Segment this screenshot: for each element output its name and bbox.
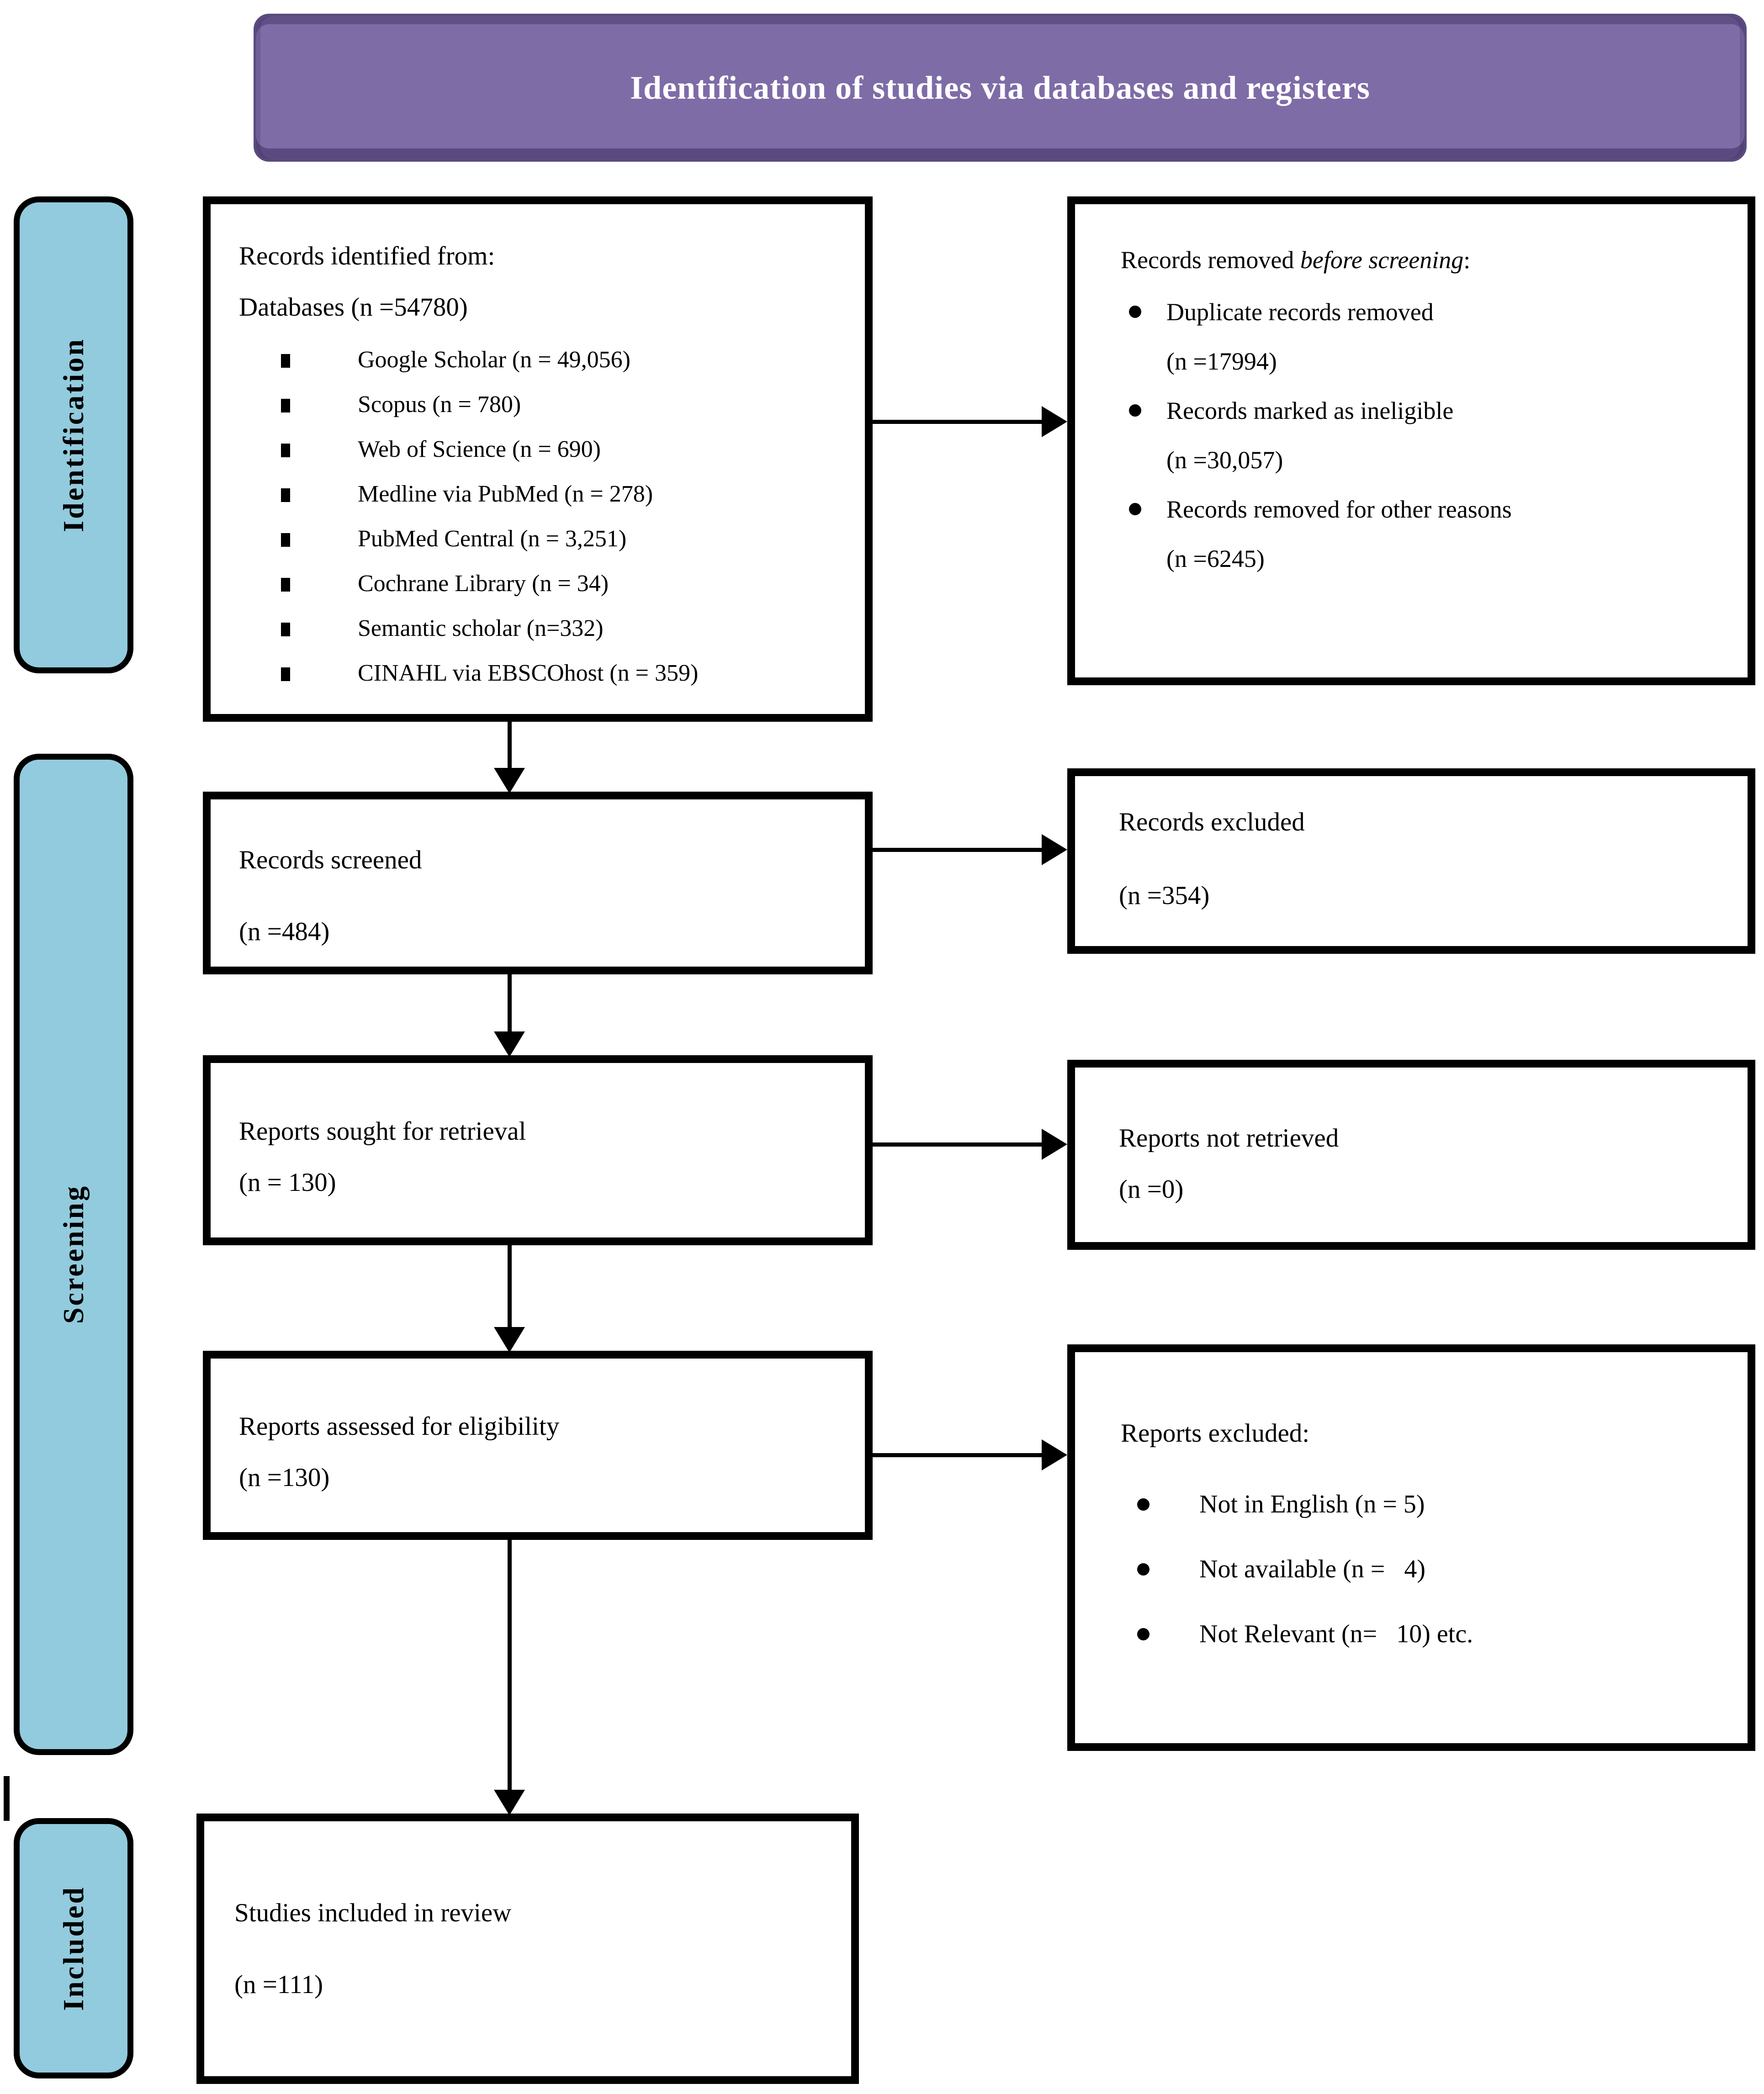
arrow-down-screened-to-sought	[494, 974, 525, 1057]
records-removed-title-italic: before screening	[1300, 246, 1464, 274]
box-records-excluded: Records excluded (n =354)	[1067, 768, 1755, 954]
box-studies-included: Studies included in review (n =111)	[196, 1814, 859, 2084]
studies-included-title: Studies included in review	[234, 1898, 512, 1927]
records-removed-title-prefix: Records removed	[1121, 246, 1300, 274]
excluded-reasons-list: Not in English (n = 5) Not available (n …	[1121, 1472, 1734, 1666]
records-identified-title: Records identified from:	[239, 242, 495, 270]
list-item: Records marked as ineligible (n =30,057)	[1126, 386, 1734, 485]
records-removed-title-suffix: :	[1463, 246, 1471, 274]
list-item: Records removed for other reasons (n =62…	[1126, 485, 1734, 583]
box-reports-not-retrieved: Reports not retrieved (n =0)	[1067, 1060, 1755, 1250]
box-reports-assessed: Reports assessed for eligibility (n =130…	[203, 1351, 873, 1540]
stage-label-screening-text: Screening	[57, 1184, 90, 1324]
records-removed-title: Records removed before screening:	[1121, 235, 1734, 285]
records-identified-databases: Databases (n =54780)	[239, 293, 468, 322]
list-item: Not Relevant (n= 10) etc.	[1137, 1602, 1734, 1666]
arrow-down-assessed-to-included	[494, 1540, 525, 1815]
stage-label-included-text: Included	[57, 1886, 90, 2011]
list-item: Not in English (n = 5)	[1137, 1472, 1734, 1537]
arrow-right-identified-to-removed	[871, 406, 1067, 437]
stage-label-identification: Identification	[14, 196, 133, 673]
stray-mark	[4, 1776, 10, 1821]
reports-sought-count: (n = 130)	[239, 1168, 336, 1197]
reports-not-retrieved-title: Reports not retrieved	[1119, 1124, 1339, 1153]
list-item: Web of Science (n = 690)	[281, 427, 851, 472]
records-excluded-count: (n =354)	[1119, 881, 1210, 910]
list-item: Semantic scholar (n=332)	[281, 606, 851, 651]
arrow-right-assessed-to-reports-excluded	[871, 1439, 1067, 1470]
diagram-title: Identification of studies via databases …	[630, 69, 1370, 106]
list-item: Cochrane Library (n = 34)	[281, 561, 851, 606]
reports-not-retrieved-count: (n =0)	[1119, 1175, 1184, 1204]
reports-assessed-title: Reports assessed for eligibility	[239, 1412, 560, 1441]
arrow-right-screened-to-excluded	[871, 834, 1067, 865]
list-item: CINAHL via EBSCOhost (n = 359)	[281, 651, 851, 696]
list-item: Google Scholar (n = 49,056)	[281, 338, 851, 382]
list-item: Scopus (n = 780)	[281, 382, 851, 427]
box-records-screened: Records screened (n =484)	[203, 792, 873, 974]
arrow-right-sought-to-not-retrieved	[871, 1129, 1067, 1160]
stage-label-included: Included	[14, 1818, 133, 2078]
reports-excluded-title: Reports excluded:	[1121, 1419, 1310, 1448]
box-records-identified: Records identified from: Databases (n =5…	[203, 196, 873, 722]
database-list: Google Scholar (n = 49,056) Scopus (n = …	[239, 338, 851, 696]
list-item: PubMed Central (n = 3,251)	[281, 517, 851, 561]
box-reports-sought: Reports sought for retrieval (n = 130)	[203, 1055, 873, 1245]
reports-assessed-count: (n =130)	[239, 1463, 330, 1492]
records-excluded-title: Records excluded	[1119, 808, 1305, 836]
reports-sought-title: Reports sought for retrieval	[239, 1117, 526, 1146]
header-banner: Identification of studies via databases …	[254, 14, 1747, 162]
stage-label-screening: Screening	[14, 754, 133, 1755]
arrow-down-identified-to-screened	[494, 722, 525, 793]
box-records-removed: Records removed before screening: Duplic…	[1067, 196, 1755, 685]
list-item: Duplicate records removed (n =17994)	[1126, 287, 1734, 386]
studies-included-count: (n =111)	[234, 1970, 323, 1999]
records-screened-count: (n =484)	[239, 917, 330, 946]
box-reports-excluded: Reports excluded: Not in English (n = 5)…	[1067, 1344, 1755, 1751]
arrow-down-sought-to-assessed	[494, 1245, 525, 1353]
list-item: Medline via PubMed (n = 278)	[281, 472, 851, 517]
list-item: Not available (n = 4)	[1137, 1537, 1734, 1602]
records-screened-title: Records screened	[239, 846, 422, 874]
stage-label-identification-text: Identification	[57, 338, 90, 532]
removed-reasons-list: Duplicate records removed (n =17994) Rec…	[1121, 287, 1734, 583]
